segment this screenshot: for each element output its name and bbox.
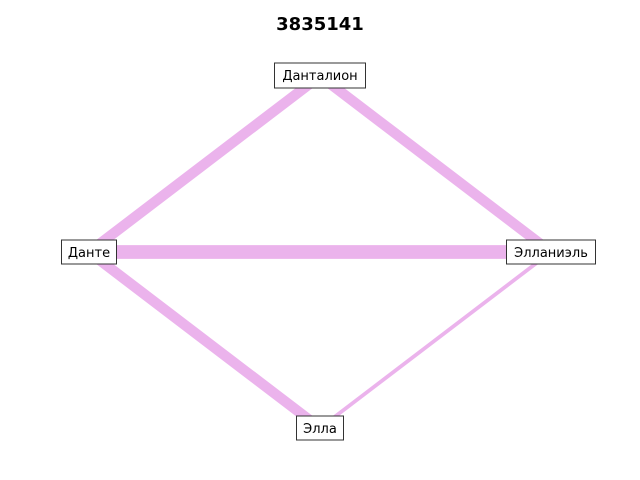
node-ellaniel: Элланиэль xyxy=(506,239,596,265)
node-dantalion: Данталион xyxy=(274,62,366,89)
diagram-title: 3835141 xyxy=(276,14,364,35)
node-label-dantalion: Данталион xyxy=(282,69,357,84)
edge-dante-dantalion xyxy=(85,71,324,257)
node-box-ella xyxy=(296,415,344,441)
edges-layer xyxy=(85,71,555,433)
node-label-ella: Элла xyxy=(303,422,337,437)
node-box-dantalion xyxy=(274,62,366,89)
nodes-layer: Данталион Данте Элланиэль Элла xyxy=(61,62,596,441)
node-ella: Элла xyxy=(296,415,344,441)
node-label-ellaniel: Элланиэль xyxy=(514,246,588,261)
node-box-dante xyxy=(61,239,117,265)
node-box-ellaniel xyxy=(506,239,596,265)
edge-dantalion-ellaniel xyxy=(316,71,555,257)
edge-ella-ellaniel xyxy=(318,250,553,430)
node-dante: Данте xyxy=(61,239,117,265)
edge-dante-ella xyxy=(85,247,324,433)
node-label-dante: Данте xyxy=(68,246,110,261)
